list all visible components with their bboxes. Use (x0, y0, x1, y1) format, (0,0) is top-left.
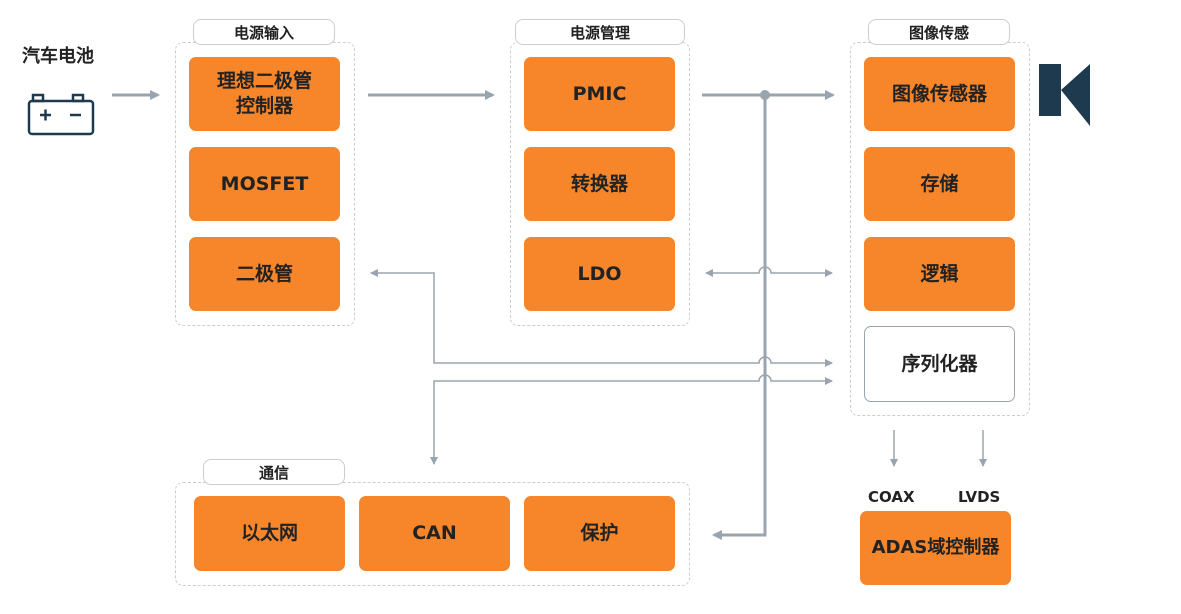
bus-junction (760, 90, 770, 100)
coax-label: COAX (868, 488, 915, 506)
battery-icon (27, 93, 95, 136)
arrow-bus-to-protection (712, 95, 767, 540)
image-sensing-title: 图像传感 (868, 19, 1010, 45)
diode-block: 二极管 (189, 237, 340, 311)
arrow-ldo-logic (705, 266, 833, 277)
camera-icon (1039, 64, 1090, 126)
can-block: CAN (359, 496, 510, 571)
image-sensor-block: 图像传感器 (864, 57, 1015, 131)
storage-block: 存储 (864, 147, 1015, 221)
ideal-diode-controller-block: 理想二极管 控制器 (189, 57, 340, 131)
ethernet-block: 以太网 (194, 496, 345, 571)
battery-label: 汽车电池 (22, 46, 94, 67)
power-management-title: 电源管理 (515, 19, 685, 45)
arrow-diode-serializer (370, 269, 833, 367)
adas-controller-block: ADAS域控制器 (860, 511, 1011, 585)
lvds-label: LVDS (958, 488, 1001, 506)
power-input-title: 电源输入 (193, 19, 335, 45)
converter-block: 转换器 (524, 147, 675, 221)
ldo-block: LDO (524, 237, 675, 311)
communication-group (175, 482, 690, 586)
logic-block: 逻辑 (864, 237, 1015, 311)
pmic-block: PMIC (524, 57, 675, 131)
protection-block: 保护 (524, 496, 675, 571)
mosfet-block: MOSFET (189, 147, 340, 221)
arrow-comm-serializer (430, 374, 833, 465)
communication-title: 通信 (203, 459, 345, 485)
serializer-block: 序列化器 (864, 326, 1015, 402)
